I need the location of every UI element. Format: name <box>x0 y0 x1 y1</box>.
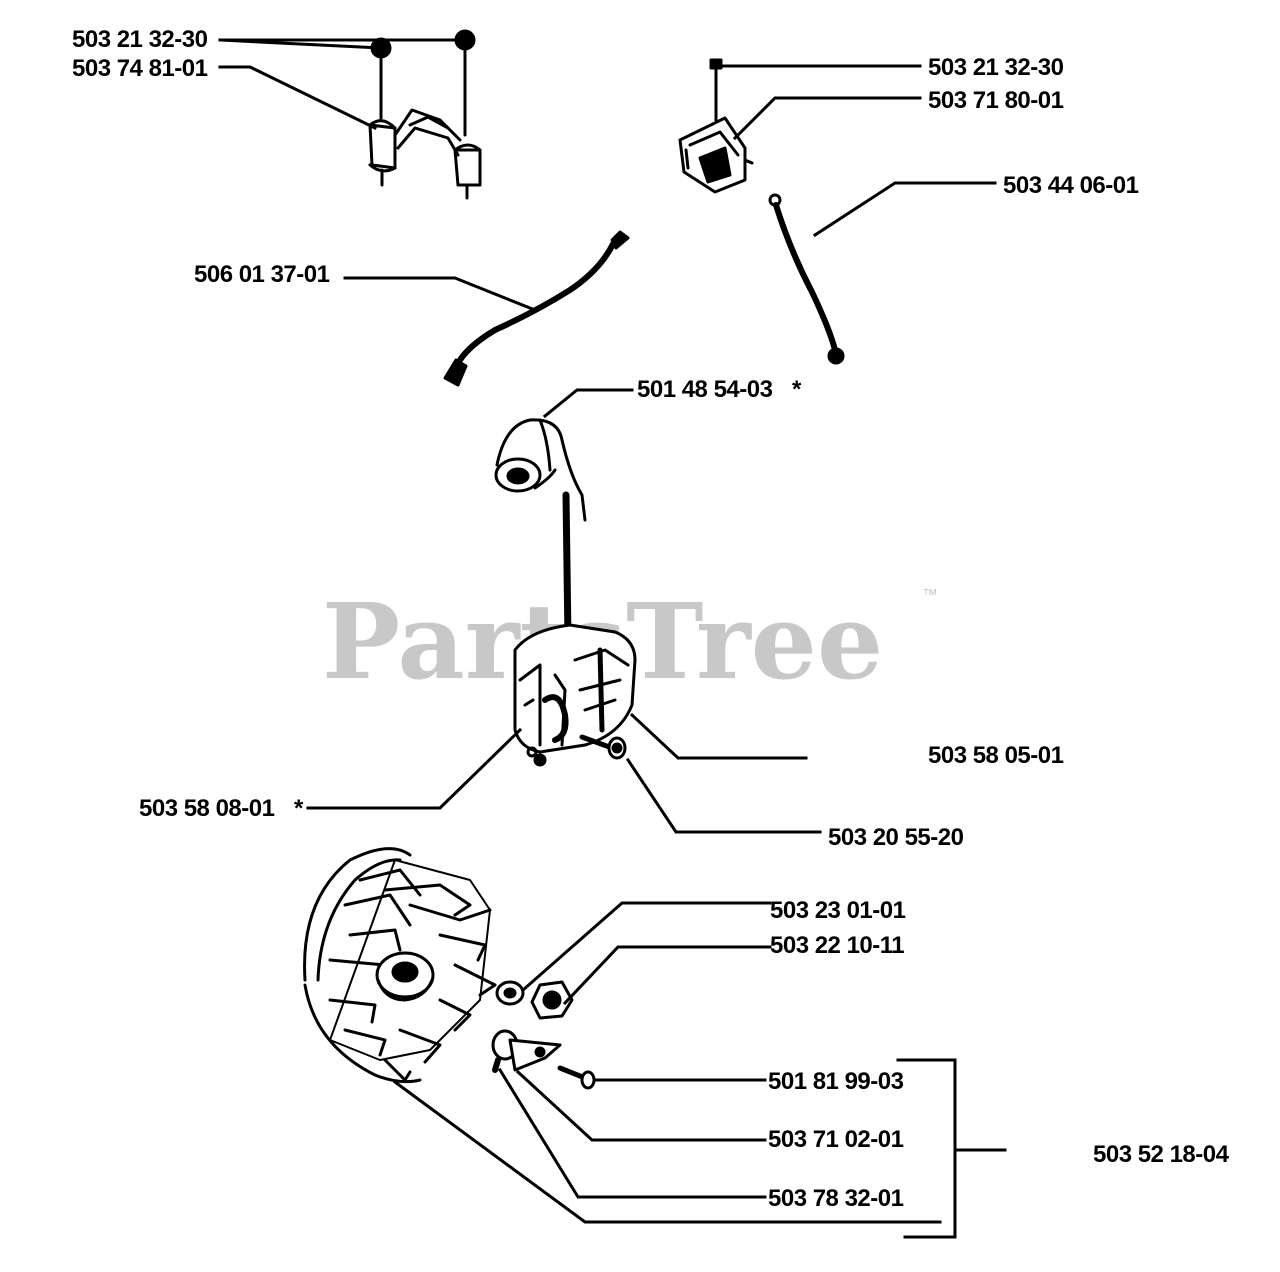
part-number-503-71-80-01: 503 71 80-01 <box>928 87 1064 114</box>
flywheel-drawing <box>303 847 497 1084</box>
coil-screw-drawing <box>579 734 627 760</box>
part-number-503-21-32-30-left: 503 21 32-30 <box>72 26 208 53</box>
part-number-501-48-54-03: 501 48 54-03 <box>637 376 773 403</box>
screw-pair-drawing <box>370 29 476 137</box>
coil-bracket-drawing <box>368 108 482 200</box>
ignition-coil-drawing <box>513 623 637 767</box>
part-number-503-21-32-30-right: 503 21 32-30 <box>928 54 1064 81</box>
part-number-503-58-08-01: 503 58 08-01 <box>139 795 275 822</box>
part-number-501-81-99-03: 501 81 99-03 <box>768 1068 904 1095</box>
part-labels: 503 21 32-30 503 74 81-01 503 21 32-30 5… <box>72 26 1230 1212</box>
ignition-module-drawing <box>678 58 754 194</box>
ground-cable-drawing <box>768 193 845 365</box>
part-number-503-22-10-11: 503 22 10-11 <box>770 932 904 959</box>
part-number-503-74-81-01: 503 74 81-01 <box>72 55 208 82</box>
part-number-503-44-06-01: 503 44 06-01 <box>1003 172 1139 199</box>
part-number-506-01-37-01: 506 01 37-01 <box>194 261 330 288</box>
part-number-503-52-18-04: 503 52 18-04 <box>1093 1141 1230 1168</box>
ignition-wire-drawing <box>443 230 630 387</box>
asterisk-503-58-08-01: * <box>294 795 304 822</box>
asterisk-501-48-54-03: * <box>792 376 802 403</box>
part-number-503-23-01-01: 503 23 01-01 <box>770 897 906 924</box>
part-number-503-78-32-01: 503 78 32-01 <box>768 1185 904 1212</box>
leader-lines <box>218 38 1007 1239</box>
part-number-503-71-02-01: 503 71 02-01 <box>768 1126 904 1153</box>
part-number-503-20-55-20: 503 20 55-20 <box>828 824 964 851</box>
watermark-trademark: ™ <box>922 587 938 604</box>
part-number-503-58-05-01: 503 58 05-01 <box>928 742 1064 769</box>
spark-plug-boot-drawing <box>494 418 587 644</box>
washer-nut-drawing <box>495 980 574 1020</box>
starter-pawl-drawing <box>491 1029 596 1090</box>
